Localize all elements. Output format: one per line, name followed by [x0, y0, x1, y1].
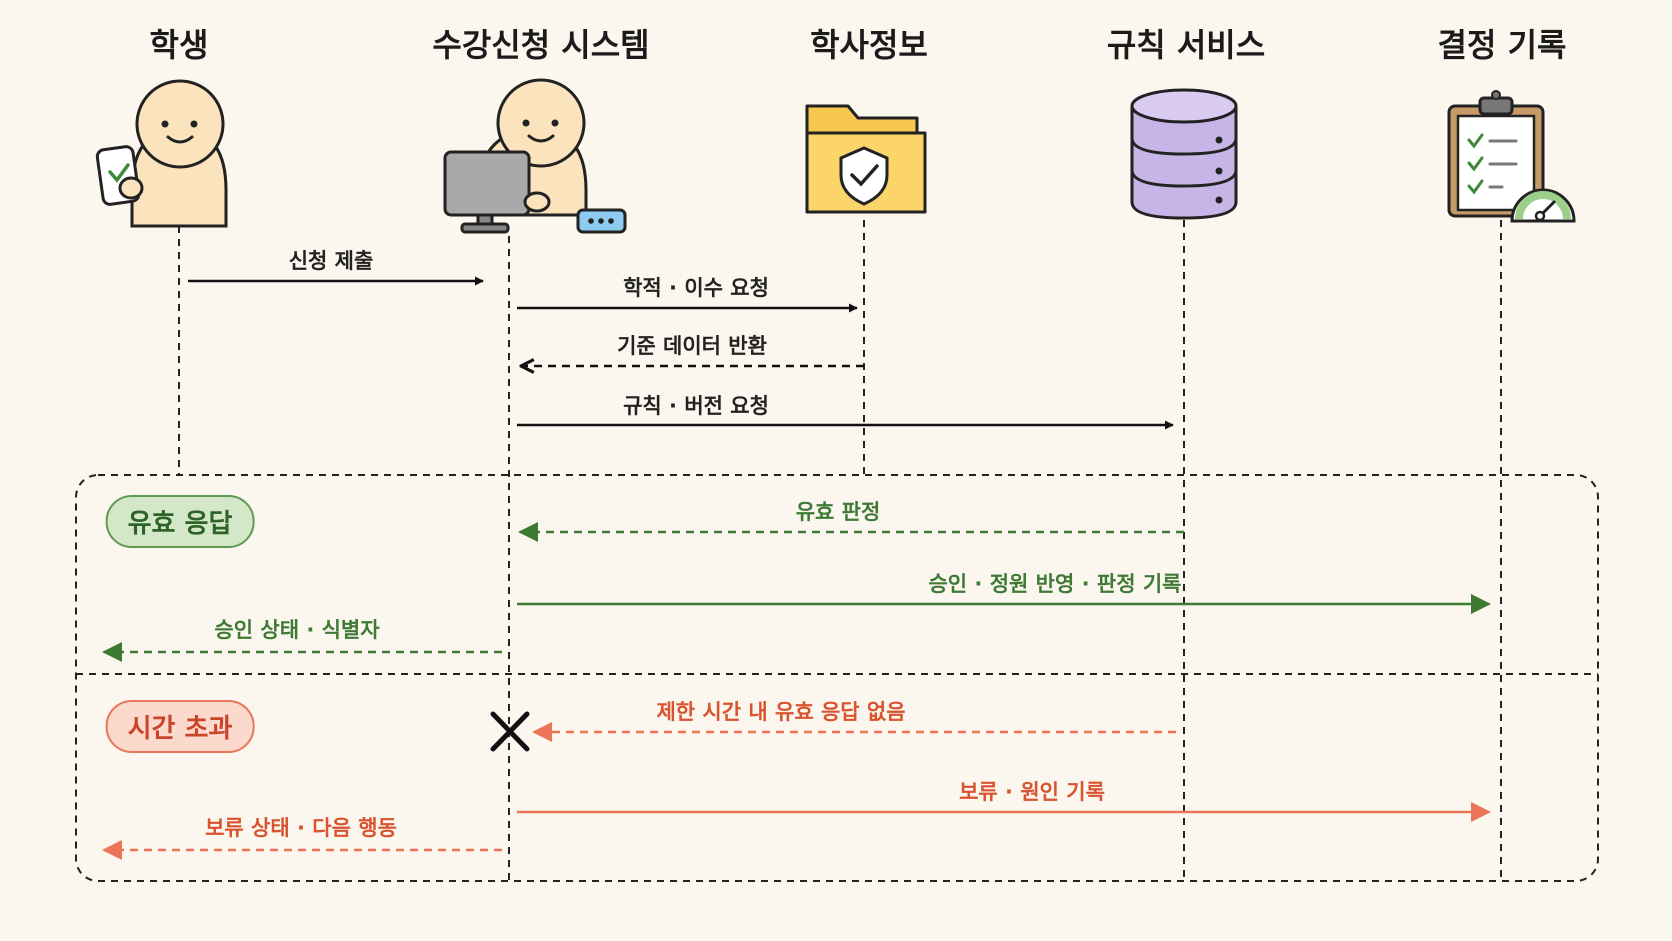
alt-fragment-frame	[75, 474, 1599, 882]
clipboard-gauge-icon	[1447, 90, 1576, 223]
message-label: 신청 제출	[288, 249, 374, 273]
database-icon	[1130, 88, 1238, 220]
message-label: 학적 · 이수 요청	[623, 276, 769, 300]
operator-at-computer-icon	[443, 78, 627, 234]
fragment-label-timeout: 시간 초과	[105, 700, 255, 753]
message-label: 규칙 · 버전 요청	[623, 394, 769, 418]
message-label: 승인 상태 · 식별자	[214, 618, 380, 642]
secure-folder-icon	[805, 104, 927, 214]
message-label: 승인 · 정원 반영 · 판정 기록	[928, 572, 1182, 596]
actor-title-decision: 결정 기록	[1437, 26, 1567, 64]
fragment-label-valid: 유효 응답	[105, 495, 255, 548]
message-label: 유효 판정	[795, 500, 881, 524]
actor-title-student: 학생	[149, 26, 209, 64]
actor-title-enrollment: 수강신청 시스템	[432, 26, 650, 64]
message-label: 보류 상태 · 다음 행동	[205, 816, 397, 840]
student-with-phone-icon	[95, 79, 228, 228]
message-label: 보류 · 원인 기록	[959, 780, 1105, 804]
message-label: 기준 데이터 반환	[617, 334, 767, 358]
message-label: 제한 시간 내 유효 응답 없음	[656, 700, 906, 724]
actor-title-rules: 규칙 서비스	[1106, 26, 1266, 64]
actor-title-academic: 학사정보	[810, 26, 928, 64]
timeout-cross-icon	[490, 711, 530, 752]
